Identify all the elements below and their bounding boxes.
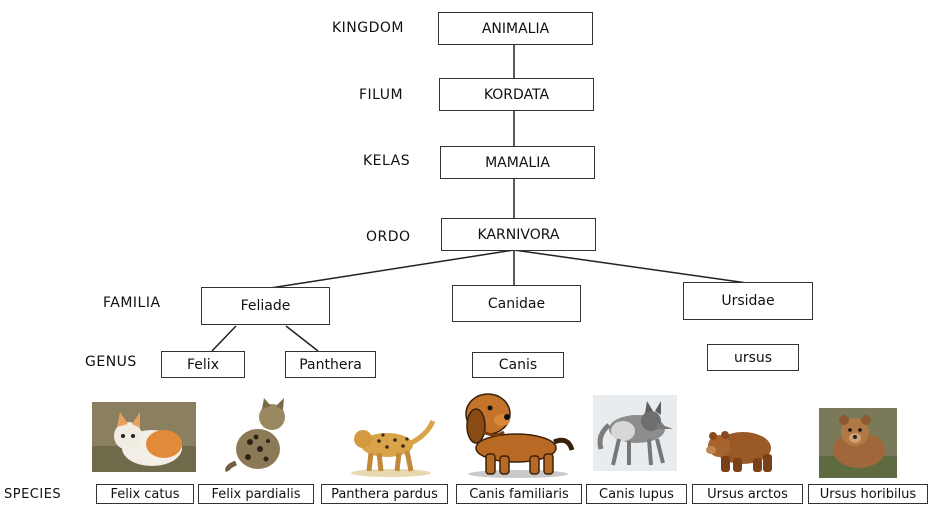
species-label-felix-pardialis: Felix pardialis	[198, 484, 314, 504]
taxon-box-filum: KORDATA	[439, 78, 594, 111]
taxon-box-kingdom: ANIMALIA	[438, 12, 593, 45]
species-label-canis-familiaris: Canis familiaris	[456, 484, 582, 504]
species-label-felix-catus: Felix catus	[96, 484, 194, 504]
wolf-photo	[593, 395, 677, 471]
level-label-ordo: ORDO	[366, 229, 411, 245]
species-label-canis-lupus: Canis lupus	[586, 484, 687, 504]
level-label-genus: GENUS	[85, 354, 137, 370]
genus-box-canis: Canis	[472, 352, 564, 378]
kitten-photo	[92, 402, 196, 472]
family-box-feliade: Feliade	[201, 287, 330, 325]
level-label-species: SPECIES	[4, 487, 61, 502]
family-box-ursidae: Ursidae	[683, 282, 813, 320]
dog-photo	[458, 390, 576, 480]
genus-box-ursus: ursus	[707, 344, 799, 371]
level-label-kelas: KELAS	[363, 153, 410, 169]
species-label-panthera-pardus: Panthera pardus	[321, 484, 448, 504]
genus-box-panthera: Panthera	[285, 351, 376, 378]
genus-box-felix: Felix	[161, 351, 245, 378]
grizzly-bear-photo	[819, 408, 897, 478]
species-label-ursus-horibilus: Ursus horibilus	[808, 484, 928, 504]
leopard-cat-photo	[222, 397, 298, 473]
level-label-familia: FAMILIA	[103, 295, 161, 311]
leopard-photo	[345, 415, 437, 477]
taxon-box-kelas: MAMALIA	[440, 146, 595, 179]
species-label-ursus-arctos: Ursus arctos	[692, 484, 803, 504]
family-box-canidae: Canidae	[452, 285, 581, 322]
level-label-kingdom: KINGDOM	[332, 20, 404, 36]
brown-bear-photo	[703, 420, 779, 476]
level-label-filum: FILUM	[359, 87, 403, 103]
taxon-box-ordo: KARNIVORA	[441, 218, 596, 251]
